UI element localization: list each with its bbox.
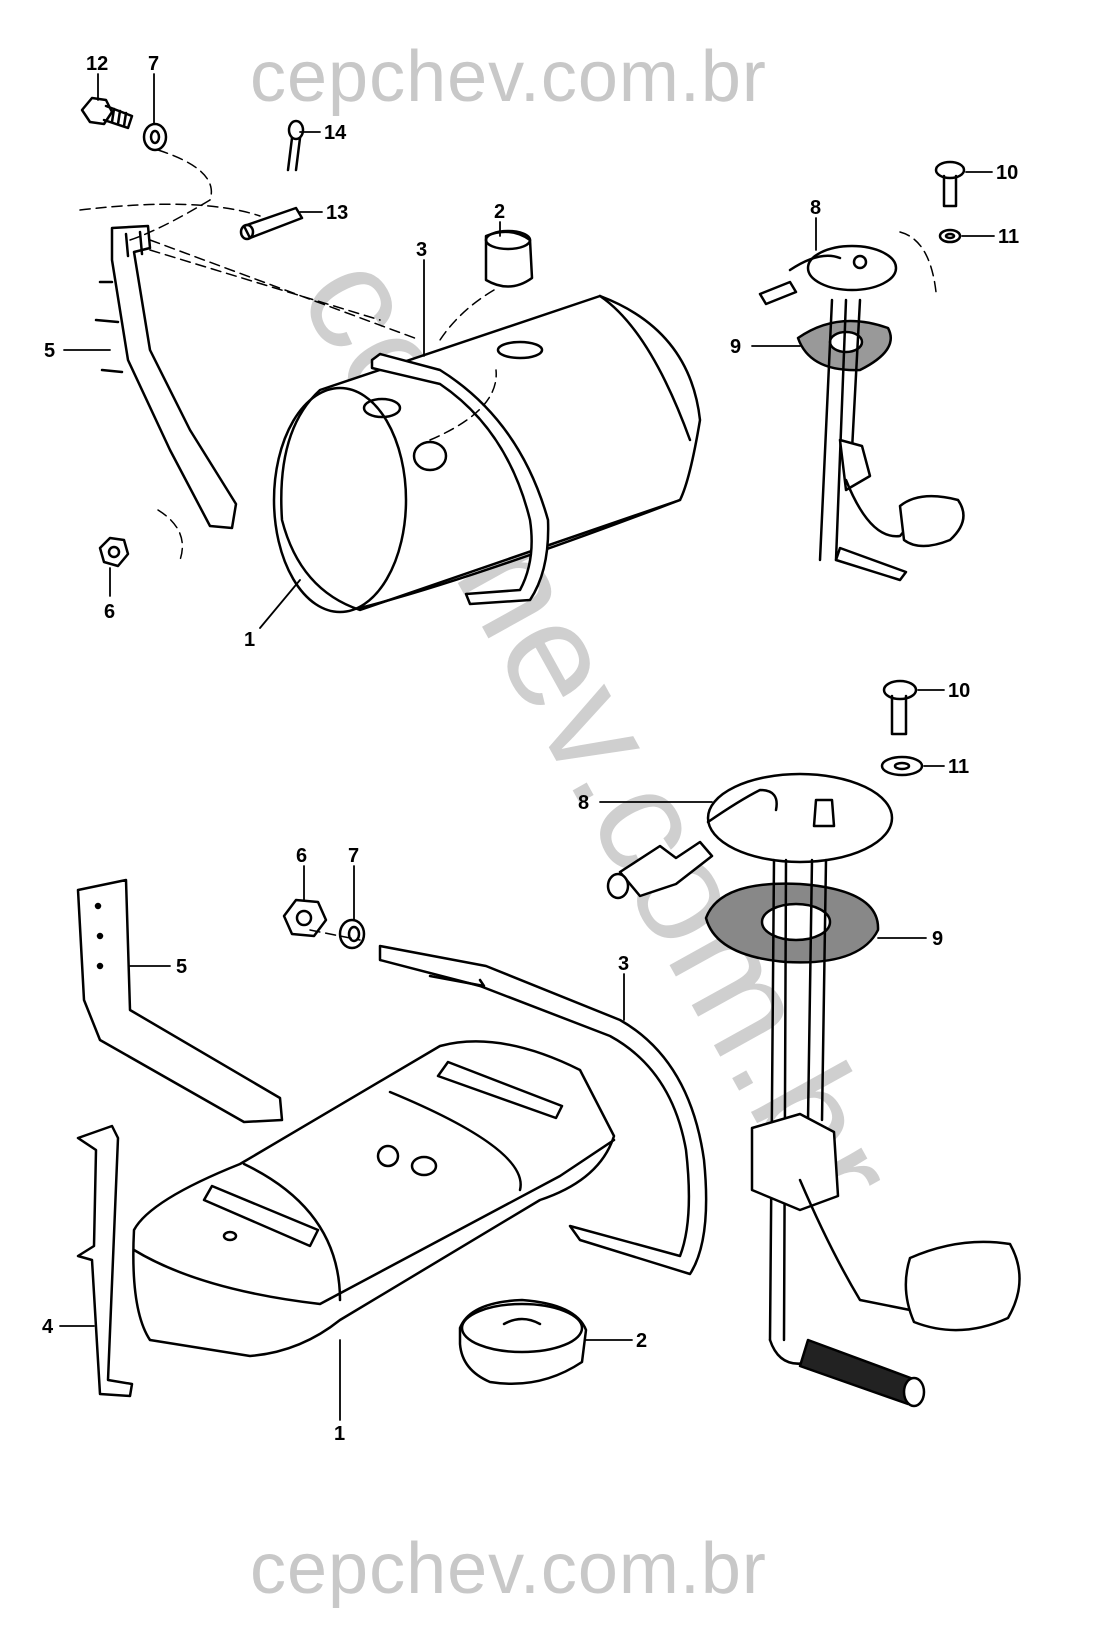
nut-6-part-bottom: [282, 898, 328, 938]
watermark-top: cepchev.com.br: [250, 37, 767, 117]
callout-2-top: 2: [494, 201, 505, 223]
washer-11-part: [938, 228, 962, 244]
callout-14-top: 14: [324, 122, 347, 144]
bracket-4-part: [76, 1124, 134, 1398]
watermark-bottom: cepchev.com.br: [250, 1529, 767, 1609]
screw-10-part: [934, 160, 966, 208]
callout-9-bottom: 9: [932, 928, 943, 950]
callout-10-bottom: 10: [948, 680, 970, 702]
callout-4-bottom: 4: [42, 1316, 54, 1338]
sender-tube-top: [818, 298, 965, 582]
pin-13-part: [239, 206, 304, 241]
cylinder-tank-1-part: [272, 294, 702, 614]
callout-10-top: 10: [996, 162, 1018, 184]
callout-9-top: 9: [730, 336, 741, 358]
sender-8-part: [758, 244, 898, 306]
callout-8-bottom: 8: [578, 792, 589, 814]
callout-5-bottom: 5: [176, 956, 187, 978]
bottom-assembly: [59, 679, 1021, 1421]
callout-1-top: 1: [244, 629, 255, 651]
bolt-12-part: [80, 96, 134, 130]
callout-7-bottom: 7: [348, 845, 359, 867]
callout-3-bottom: 3: [618, 953, 629, 975]
callout-7-top: 7: [148, 53, 159, 75]
flat-tank-1-part: [132, 1040, 616, 1358]
nut-6-part: [98, 536, 130, 568]
callout-12-top: 12: [86, 53, 108, 75]
gasket-9-part-bottom: [704, 882, 880, 964]
strap-3-part-bottom: [378, 944, 708, 1276]
callouts-top: 12 7 14 13 2 3 5 6 1 8 9 10 11: [44, 53, 1019, 651]
sender-8-part-bottom: [606, 772, 894, 900]
callout-13-top: 13: [326, 202, 348, 224]
pin-14-part: [286, 119, 305, 172]
callout-6-top: 6: [104, 601, 115, 623]
alignment-lines-top: [79, 149, 937, 561]
callout-6-bottom: 6: [296, 845, 307, 867]
bracket-5-part: [94, 224, 238, 530]
top-assembly: [63, 73, 995, 629]
callout-3-top: 3: [416, 239, 427, 261]
sender-tube-bottom: [750, 858, 1021, 1408]
washer-7-part: [142, 122, 168, 152]
callouts-bottom: 10 11 8 6 7 9 5 3 4 2 1: [42, 680, 970, 1445]
screw-10-part-bottom: [882, 679, 918, 736]
bracket-5-part-bottom: [76, 878, 284, 1124]
callout-11-bottom: 11: [948, 756, 969, 778]
washer-7-part-bottom: [338, 918, 366, 950]
callout-2-bottom: 2: [636, 1330, 647, 1352]
grommet-2-part-bottom: [458, 1298, 588, 1386]
strap-3-part: [370, 352, 550, 606]
callout-5-top: 5: [44, 340, 55, 362]
washer-11-part-bottom: [880, 755, 924, 777]
callout-11-top: 11: [998, 226, 1019, 248]
leader-lines-bottom: [59, 689, 945, 1421]
alignment-lines-bottom: [309, 929, 361, 941]
callout-8-top: 8: [810, 197, 821, 219]
callout-1-bottom: 1: [334, 1423, 345, 1445]
grommet-2-part: [484, 229, 534, 288]
leader-lines-top: [63, 73, 995, 629]
